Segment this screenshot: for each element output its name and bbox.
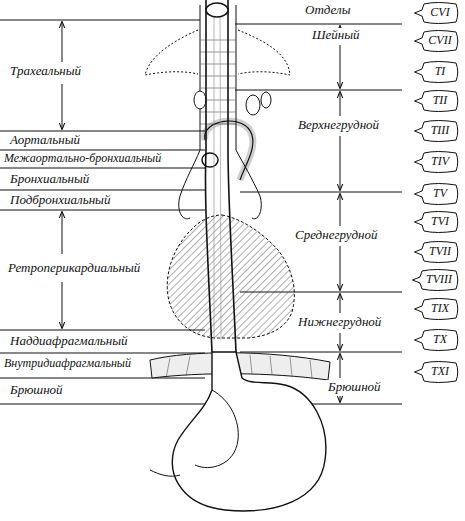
vertebra-label: TIII [431, 124, 450, 136]
vertebra: TVIII [412, 269, 460, 291]
vertebra-label: TI [435, 65, 446, 77]
division-label: Нижнегрудной [296, 315, 383, 329]
vertebra-label: TV [433, 187, 447, 199]
vertebra-label: TIV [431, 155, 449, 167]
division-label: Верхнегрудной [296, 118, 381, 132]
division-label: Отделы [303, 3, 352, 17]
vertebra: TX [414, 329, 460, 351]
vertebra: TII [414, 90, 460, 112]
segment-label: Наддиафрагмальный [8, 334, 129, 348]
vertebra: TIV [414, 151, 460, 173]
segment-label: Подбронхиальный [8, 193, 112, 207]
vertebra: TVII [414, 241, 460, 263]
division-label: Брюшной [326, 380, 383, 394]
division-label: Среднегрудной [293, 228, 380, 242]
vertebra: TVI [414, 211, 460, 233]
vertebra: TI [414, 61, 460, 83]
vertebra-label: TXI [431, 365, 449, 377]
vertebra-label: TII [433, 94, 448, 106]
vertebra-label: TVII [429, 245, 451, 257]
segment-label: Аортальный [8, 133, 82, 147]
vertebra: TXI [414, 361, 460, 383]
vertebra-label: TIX [431, 302, 449, 314]
vertebra-label: CVII [428, 34, 451, 46]
vertebra-label: CVI [430, 6, 449, 18]
vertebra: TIII [414, 120, 460, 142]
segment-label: Ретроперикардиальный [6, 261, 142, 275]
segment-label: Брюшной [8, 383, 65, 397]
vertebra: TV [414, 183, 460, 205]
vertebra-label: TVI [431, 215, 449, 227]
segment-label: Межаортально-бронхиальный [2, 152, 163, 165]
segment-label: Бронхиальный [8, 172, 91, 186]
vertebra-label: TVIII [426, 273, 452, 285]
vertebra: TIX [414, 298, 460, 320]
segment-label: Внутридиафрагмальный [2, 357, 133, 370]
vertebra: CVII [414, 30, 460, 52]
segment-label: Трахеальный [8, 64, 83, 78]
vertebra-label: TX [433, 333, 447, 345]
division-label: Шейный [310, 28, 362, 42]
vertebra: CVI [414, 2, 460, 24]
